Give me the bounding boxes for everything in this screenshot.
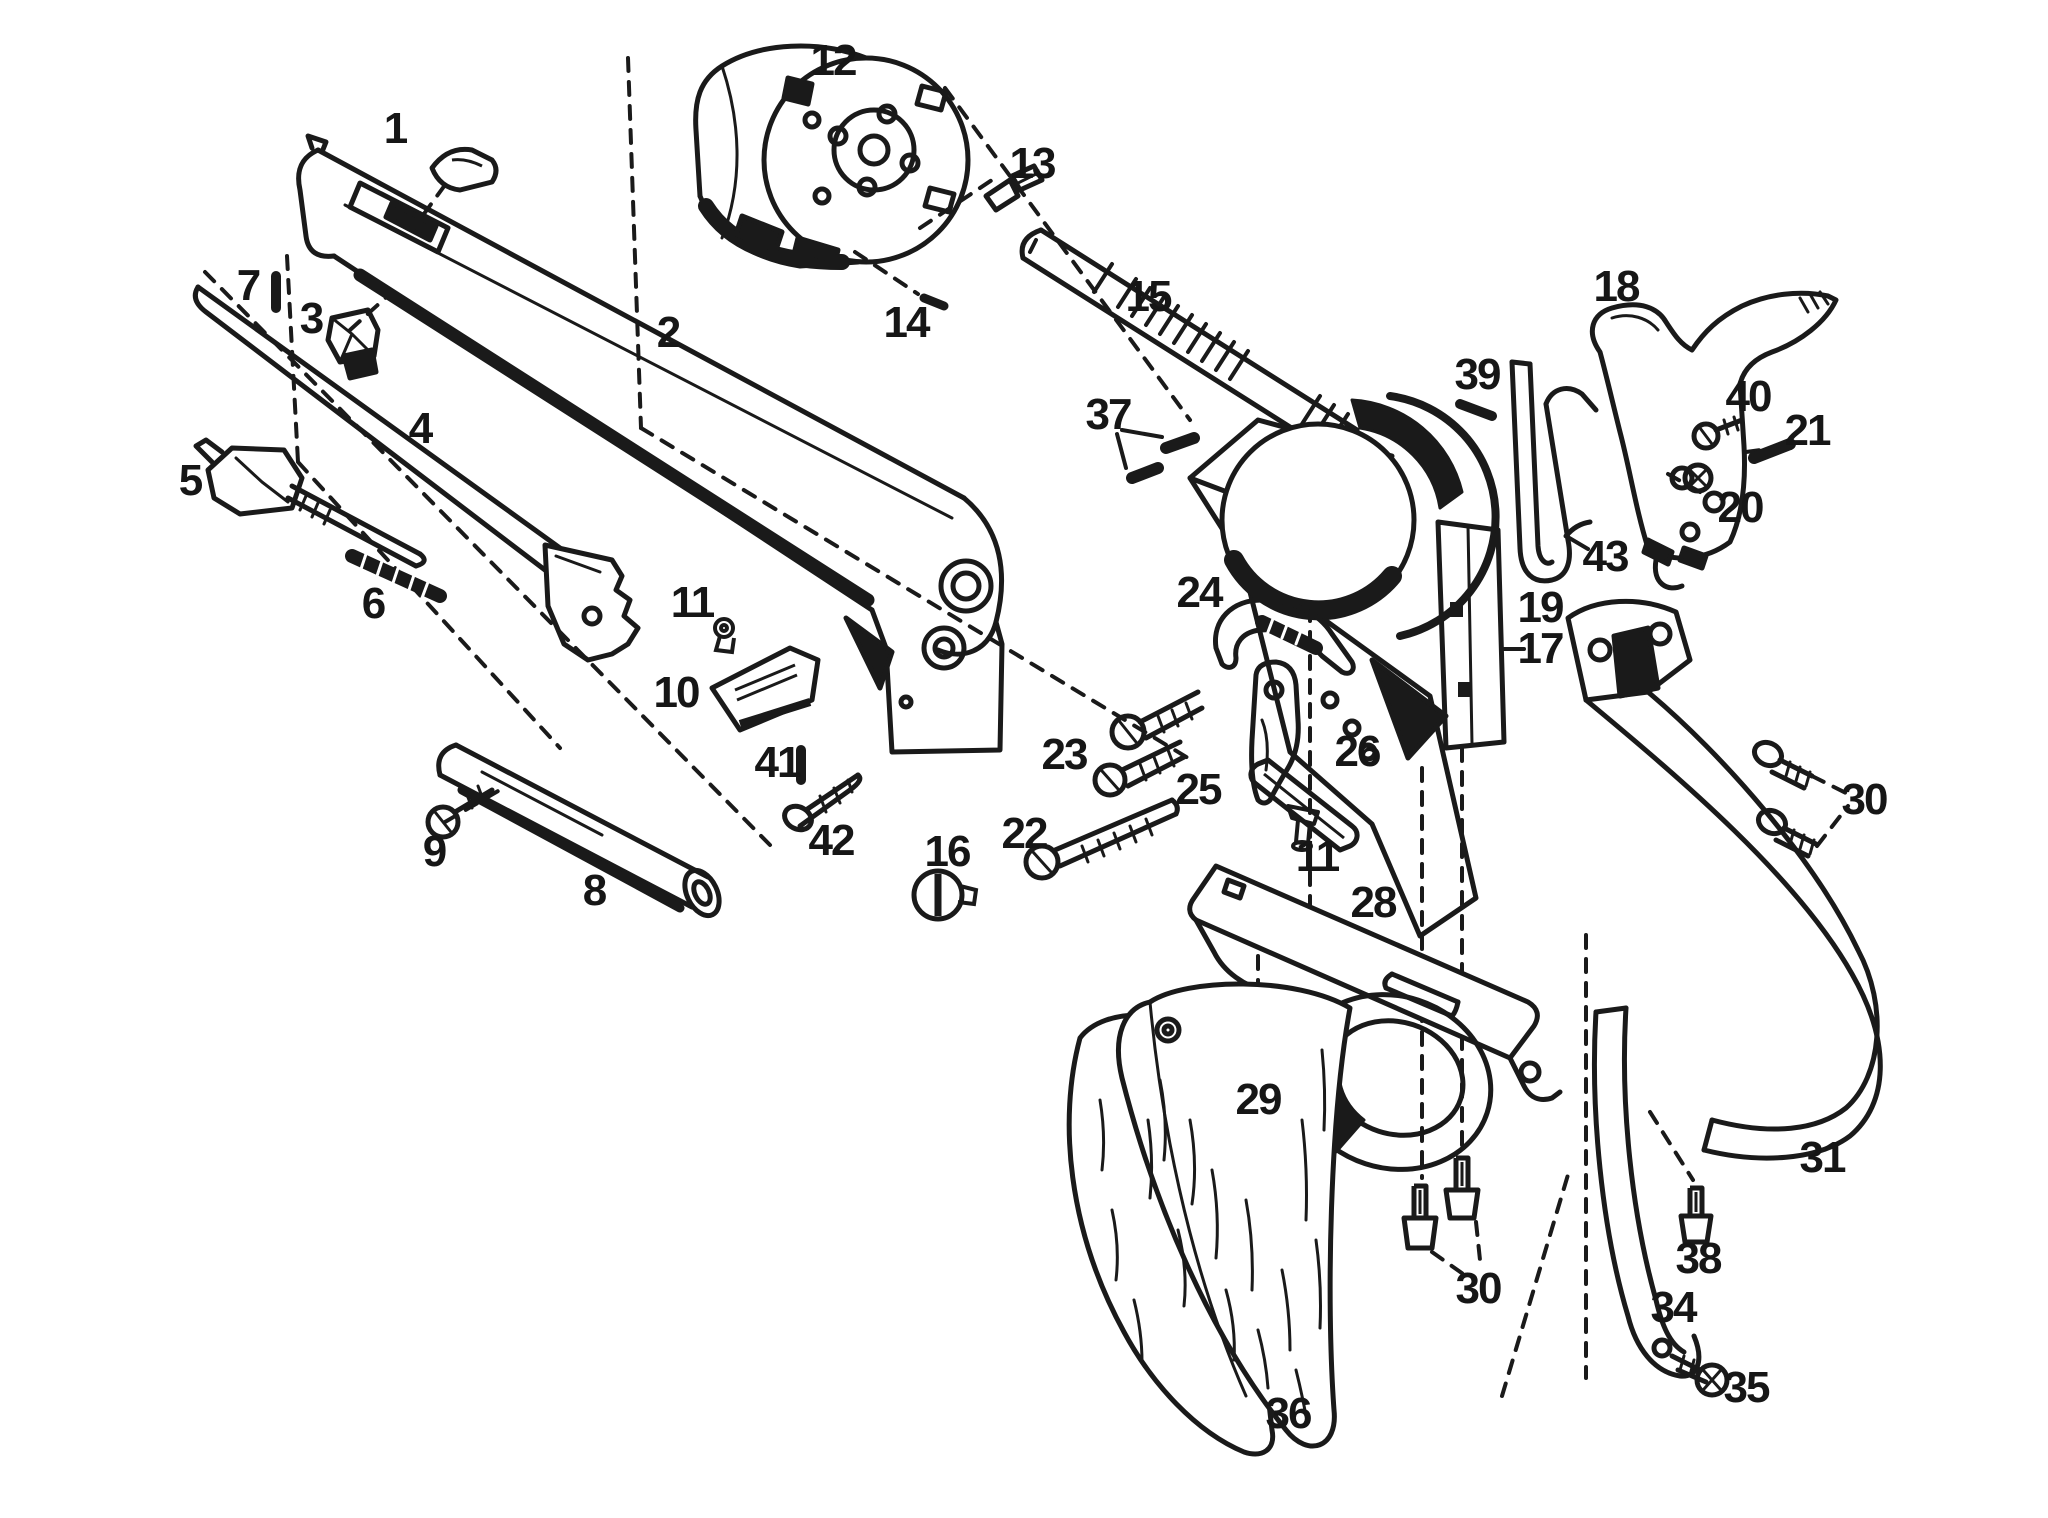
cylinder xyxy=(693,43,971,270)
spring-26 xyxy=(1248,757,1360,853)
part-callout-13-12: 13 xyxy=(1010,139,1055,188)
screw-40 xyxy=(1691,415,1745,451)
part-callout-30-30: 30 xyxy=(1842,775,1887,824)
part-callout-11-26: 11 xyxy=(1296,832,1340,881)
part-callout-1-0: 1 xyxy=(384,104,408,153)
part-callout-7-6: 7 xyxy=(237,261,260,310)
pin-21 xyxy=(1748,438,1796,464)
part-callout-25-24: 25 xyxy=(1176,765,1222,814)
part-callout-22-21: 22 xyxy=(1002,809,1047,858)
barrel xyxy=(296,133,1005,755)
nipple-11a xyxy=(713,617,736,655)
part-callout-40-38: 40 xyxy=(1726,372,1771,421)
part-callout-37-35: 37 xyxy=(1086,390,1131,439)
nipple-13 xyxy=(983,163,1045,213)
part-callout-29-28: 29 xyxy=(1236,1075,1281,1124)
wedge-screw xyxy=(325,307,381,381)
screw-22 xyxy=(1023,797,1180,881)
screw-9 xyxy=(425,784,495,840)
sight-wedge xyxy=(709,645,821,733)
frame xyxy=(1187,392,1507,939)
sear-43 xyxy=(1563,519,1593,539)
part-callout-41-39: 41 xyxy=(755,738,801,787)
part-callout-5-4: 5 xyxy=(179,456,203,505)
part-callout-3-2: 3 xyxy=(300,294,323,343)
plunger-screw xyxy=(1019,227,1360,461)
screws-30-right xyxy=(1751,739,1819,859)
part-callout-11-10: 11 xyxy=(671,578,715,627)
part-callout-23-22: 23 xyxy=(1042,730,1087,779)
tube-8 xyxy=(436,742,722,919)
loading-lever xyxy=(192,284,641,663)
grip-panels xyxy=(1066,981,1353,1457)
part-callout-8-7: 8 xyxy=(583,866,607,915)
screw-20 xyxy=(1682,462,1714,494)
part-callout-34-32: 34 xyxy=(1651,1283,1698,1332)
part-callout-17-16: 17 xyxy=(1518,624,1563,673)
part-callout-39-37: 39 xyxy=(1455,350,1500,399)
barrel-wedge xyxy=(429,146,499,193)
part-callout-12-11: 12 xyxy=(811,36,856,85)
screw-38 xyxy=(1678,1185,1714,1245)
part-callout-10-9: 10 xyxy=(654,668,699,717)
callout-labels: 1234567891011121314151617181920212223242… xyxy=(179,36,1889,1438)
part-callout-18-17: 18 xyxy=(1594,262,1640,311)
part-callout-21-20: 21 xyxy=(1785,406,1831,455)
part-callout-30-29: 30 xyxy=(1456,1264,1501,1313)
part-callout-31-31: 31 xyxy=(1800,1133,1846,1182)
part-callout-6-5: 6 xyxy=(362,579,385,628)
part-callout-26-25: 26 xyxy=(1335,727,1380,776)
part-callout-15-14: 15 xyxy=(1126,272,1172,321)
spring-19 xyxy=(1509,359,1599,584)
part-callout-14-13: 14 xyxy=(884,298,931,347)
pin-39 xyxy=(1455,399,1497,421)
hand-24 xyxy=(1213,597,1356,676)
nipple-11b xyxy=(1286,804,1320,852)
part-callout-16-15: 16 xyxy=(925,827,970,876)
part-callout-38-36: 38 xyxy=(1676,1234,1722,1283)
screw-16 xyxy=(911,868,979,922)
screws-23 xyxy=(1092,689,1205,798)
part-callout-42-40: 42 xyxy=(809,816,854,865)
part-callout-35-33: 35 xyxy=(1724,1363,1770,1412)
part-callout-20-19: 20 xyxy=(1718,483,1763,532)
pin-14 xyxy=(919,293,949,311)
screw-42 xyxy=(782,772,863,833)
hammer xyxy=(1589,290,1839,591)
trigger-25 xyxy=(1249,659,1301,806)
pins-37 xyxy=(1126,432,1200,484)
part-callout-2-1: 2 xyxy=(657,308,680,357)
part-callout-9-8: 9 xyxy=(423,827,446,876)
backstrap xyxy=(1565,598,1883,1161)
part-callout-24-23: 24 xyxy=(1177,568,1224,617)
screws-30-bottom xyxy=(1401,1155,1481,1251)
screw-35 xyxy=(1669,1353,1730,1398)
part-callout-36-34: 36 xyxy=(1266,1389,1311,1438)
part-callout-19-18: 19 xyxy=(1518,583,1563,632)
part-callout-4-3: 4 xyxy=(409,404,434,453)
latch-assembly xyxy=(193,437,427,569)
spring-6 xyxy=(345,549,447,603)
part-callout-43-41: 43 xyxy=(1583,532,1628,581)
part-callout-28-27: 28 xyxy=(1351,878,1397,927)
